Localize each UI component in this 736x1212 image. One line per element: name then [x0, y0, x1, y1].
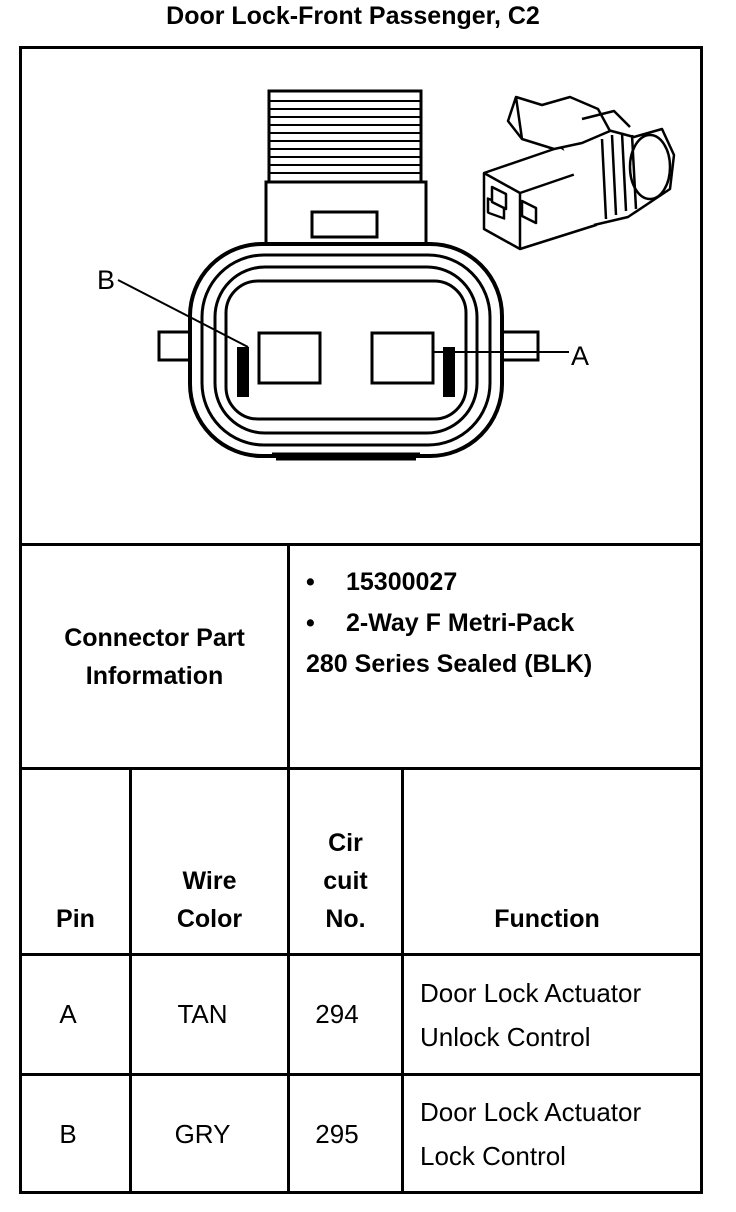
page-title: Door Lock-Front Passenger, C2 — [166, 2, 540, 30]
connector-series: 280 Series Sealed (BLK) — [306, 650, 593, 678]
table-row-a-function-line1: Door Lock Actuator — [420, 978, 642, 1008]
pin-b-callout: B — [97, 265, 115, 295]
table-row-b-function: Door Lock Actuator Lock Control — [420, 1090, 641, 1178]
divider-circuit-column — [401, 767, 404, 1194]
connector-type-item: • 2-Way F Metri-Pack — [306, 603, 592, 644]
table-row-b-function-line1: Door Lock Actuator — [420, 1097, 642, 1127]
header-function: Function — [494, 905, 600, 933]
divider-pin-column — [129, 767, 132, 1194]
header-circuit-number: Cir cuit No. — [290, 824, 401, 938]
divider-header — [19, 953, 703, 956]
connector-part-info-line2: Information — [85, 661, 224, 690]
table-row-b-wire-color: GRY — [174, 1119, 231, 1149]
header-wire-color-line2: Color — [176, 905, 243, 933]
table-row-a-function-line2: Unlock Control — [420, 1022, 591, 1052]
table-row-b-function-line2: Lock Control — [420, 1141, 566, 1171]
table-row-b-pin: B — [59, 1119, 77, 1149]
connector-part-info-line1: Connector Part — [64, 623, 245, 652]
header-wire-color-line1: Wire — [182, 867, 237, 895]
header-circuit-line1: Cir — [328, 829, 363, 857]
header-pin: Pin — [56, 905, 95, 933]
bullet-icon: • — [306, 568, 315, 596]
table-row-b-circuit: 295 — [315, 1119, 359, 1149]
header-circuit-line2: cuit — [323, 867, 368, 895]
divider-part-info — [19, 767, 703, 770]
bullet-icon: • — [306, 609, 315, 637]
divider-part-column — [287, 543, 290, 1194]
connector-part-details: • 15300027 • 2-Way F Metri-Pack 280 Seri… — [306, 562, 592, 685]
table-row-a-wire-color: TAN — [177, 999, 228, 1029]
table-row-a-pin: A — [59, 999, 77, 1029]
connector-part-info-label: Connector Part Information — [22, 546, 287, 767]
connector-type: 2-Way F Metri-Pack — [346, 609, 575, 637]
divider-diagram — [19, 543, 703, 546]
pin-a-callout: A — [571, 341, 589, 371]
table-row-a-function: Door Lock Actuator Unlock Control — [420, 971, 641, 1059]
connector-table-frame — [19, 46, 703, 1194]
header-circuit-line3: No. — [325, 905, 366, 933]
connector-face-diagram: B A — [97, 89, 676, 461]
part-number: 15300027 — [346, 568, 458, 596]
divider-row-a — [19, 1073, 703, 1076]
header-wire-color: Wire Color — [132, 862, 287, 938]
table-row-a-circuit: 294 — [315, 999, 359, 1029]
part-number-item: • 15300027 — [306, 562, 592, 603]
